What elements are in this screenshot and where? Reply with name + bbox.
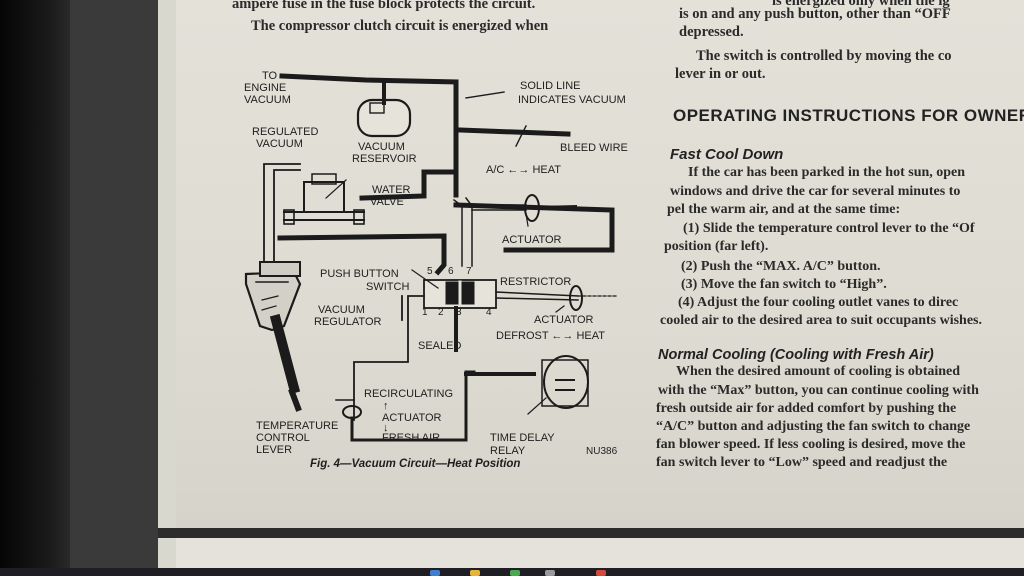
diagram-label: DEFROST ←→ HEAT	[496, 330, 605, 342]
port-number: 3	[456, 307, 462, 318]
body-text-line: “A/C” button and adjusting the fan switc…	[656, 419, 971, 434]
diagram-label: RESTRICTOR	[500, 276, 572, 288]
body-text-line: lever in or out.	[675, 66, 766, 82]
diagram-label: FRESH AIR	[382, 432, 441, 444]
diagram-label: SEALED	[418, 340, 462, 352]
port-number: 4	[486, 307, 492, 318]
diagram-label: ↑	[383, 400, 389, 412]
diagram-label: SWITCH	[366, 281, 410, 293]
diagram-label: TEMPERATURE	[256, 420, 339, 432]
body-text-line: (3) Move the fan switch to “High”.	[681, 277, 887, 292]
taskbar-app-icon[interactable]	[596, 570, 606, 576]
body-text-line: When the desired amount of cooling is ob…	[676, 364, 961, 379]
body-text-line: (4) Adjust the four cooling outlet vanes…	[678, 295, 959, 310]
taskbar-app-icon[interactable]	[510, 570, 520, 576]
body-text-line: pel the warm air, and at the same time:	[667, 202, 901, 217]
body-text-line: windows and drive the car for several mi…	[670, 184, 961, 199]
diagram-label: BLEED WIRE	[560, 142, 628, 154]
diagram-label: ACTUATOR	[502, 234, 562, 246]
body-text-line: is energized only when the ig	[772, 0, 950, 9]
diagram-label: VACUUM	[358, 141, 405, 153]
taskbar-app-icon[interactable]	[470, 570, 480, 576]
body-text-line: is on and any push button, other than “O…	[679, 6, 951, 22]
body-text-line: If the car has been parked in the hot su…	[688, 165, 966, 180]
body-text-line: The compressor clutch circuit is energiz…	[251, 18, 549, 34]
diagram-label: VACUUM	[318, 304, 365, 316]
diagram-label: RESERVOIR	[352, 153, 417, 165]
subsection-heading: Normal Cooling (Cooling with Fresh Air)	[658, 347, 934, 363]
document-page: ampere fuse in the fuse block protects t…	[176, 0, 1024, 528]
port-number: 1	[422, 307, 428, 318]
diagram-label: REGULATOR	[314, 316, 382, 328]
figure-code: NU386	[586, 446, 618, 457]
diagram-label: WATER	[372, 184, 411, 196]
page-divider	[158, 528, 1024, 538]
body-text-line: fan blower speed. If less cooling is des…	[656, 437, 966, 452]
diagram-label: SOLID LINE	[520, 80, 581, 92]
diagram-label: CONTROL	[256, 432, 310, 444]
diagram-label: TO	[262, 70, 278, 82]
body-text-line: ampere fuse in the fuse block protects t…	[232, 0, 536, 12]
body-text-line: (2) Push the “MAX. A/C” button.	[681, 259, 881, 274]
body-text-line: position (far left).	[664, 239, 769, 254]
body-text-line: depressed.	[679, 24, 744, 40]
body-text-line: cooled air to the desired area to suit o…	[660, 313, 982, 328]
diagram-label: LEVER	[256, 444, 293, 456]
section-heading: OPERATING INSTRUCTIONS FOR OWNERS	[673, 106, 1024, 125]
body-text-line: with the “Max” button, you can continue …	[658, 383, 979, 398]
port-number: 7	[466, 266, 472, 277]
diagram-label: ACTUATOR	[382, 412, 442, 424]
diagram-label: ENGINE	[244, 82, 287, 94]
subsection-heading: Fast Cool Down	[670, 146, 784, 163]
body-text-line: fresh outside air for added comfort by p…	[656, 401, 957, 416]
diagram-label: PUSH BUTTON	[320, 268, 399, 280]
diagram-label: A/C ←→ HEAT	[486, 164, 561, 176]
vacuum-circuit-diagram	[244, 73, 617, 442]
taskbar-app-icon[interactable]	[545, 570, 555, 576]
diagram-label: ACTUATOR	[534, 314, 594, 326]
diagram-label: REGULATED	[252, 126, 319, 138]
diagram-label: INDICATES VACUUM	[518, 94, 626, 106]
diagram-label: VACUUM	[244, 94, 291, 106]
diagram-label: RECIRCULATING	[364, 388, 454, 400]
body-text-line: (1) Slide the temperature control lever …	[683, 221, 975, 236]
body-text-line: The switch is controlled by moving the c…	[696, 48, 952, 64]
port-number: 5	[427, 266, 433, 277]
port-number: 2	[438, 307, 444, 318]
monitor-bezel	[0, 0, 70, 576]
port-number: 6	[448, 266, 454, 277]
diagram-label: VACUUM	[256, 138, 303, 150]
figure-caption: Fig. 4—Vacuum Circuit—Heat Position	[310, 458, 521, 470]
taskbar-app-icon[interactable]	[430, 570, 440, 576]
diagram-label: RELAY	[490, 445, 526, 457]
diagram-label: VALVE	[370, 196, 404, 208]
body-text-line: fan switch lever to “Low” speed and read…	[656, 455, 948, 470]
diagram-label: TIME DELAY	[490, 432, 555, 444]
diagram-label: ↓	[383, 422, 389, 434]
